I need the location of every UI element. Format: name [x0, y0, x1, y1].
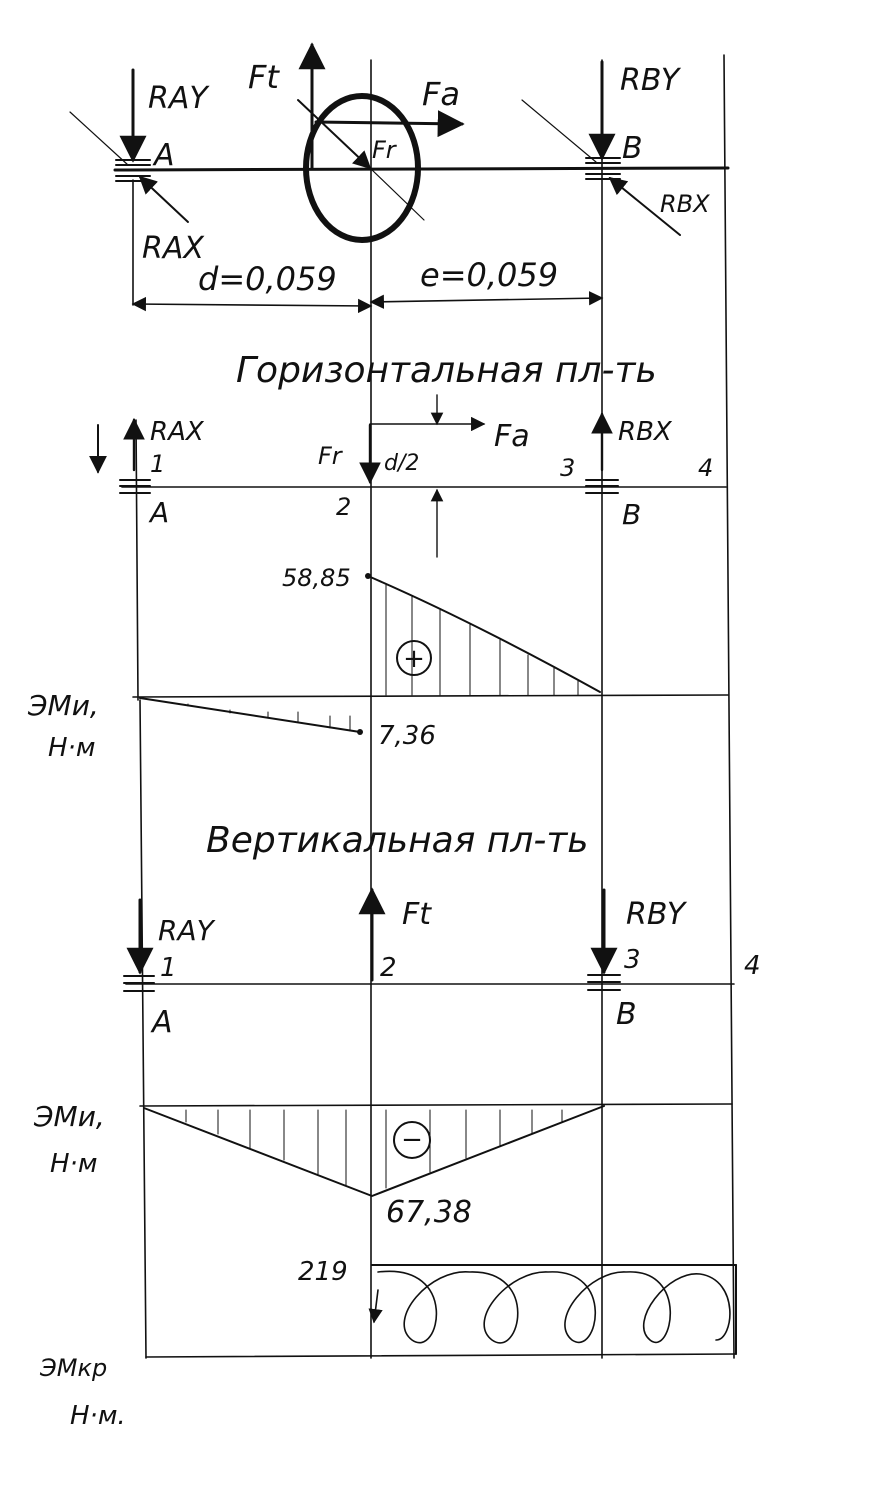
- torque-start-arrow: [368, 1289, 383, 1324]
- v-bearing-a-symbol: [123, 975, 155, 992]
- gear-diameter-line: [369, 167, 425, 221]
- h-moment-value-top: 58,85: [282, 564, 351, 592]
- shaft-scheme: RAY A RAX Ft Fa Fr RBY B RBX: [69, 42, 730, 266]
- h-moment-point-top: [365, 573, 371, 579]
- dimension-line: d=0,059 e=0,059: [131, 256, 604, 314]
- h-moment-line-left: [139, 697, 361, 733]
- dim-left-label: d=0,059: [198, 260, 337, 298]
- horizontal-beam: RAX 1 A Fr 2 d/2 Fa RBX 3 4 B: [89, 394, 727, 558]
- v-moment-hatching: [185, 1109, 563, 1189]
- vertical-plane-title: Вертикальная пл-ть: [206, 820, 589, 861]
- v-moment-axis-label-2: Н·м: [50, 1149, 97, 1179]
- torque-axis-label-2: Н·м.: [70, 1401, 126, 1431]
- guide-line-a-mid: [135, 419, 139, 701]
- horizontal-plane-title: Горизонтальная пл-ть: [236, 350, 657, 391]
- h-moment-point-bottom: [357, 729, 363, 735]
- h-label-r-bx: RBX: [618, 417, 673, 447]
- label-f-a: Fa: [422, 75, 460, 113]
- v-label-r-ay: RAY: [158, 914, 216, 947]
- label-support-a: A: [152, 138, 175, 173]
- v-moment-axis-label-1: ЭMи,: [33, 1100, 105, 1133]
- label-r-ay: RAY: [148, 81, 210, 116]
- dim-right-label: e=0,059: [420, 256, 558, 294]
- h-moment-value-bottom: 7,36: [378, 721, 436, 751]
- h-label-d-half: d/2: [384, 451, 419, 476]
- v-label-point-2: 2: [380, 953, 397, 983]
- v-label-f-t: Ft: [402, 897, 432, 932]
- h-moment-sign: +: [403, 644, 425, 674]
- h-label-point-2: 2: [336, 493, 351, 521]
- h-moment-axis-label-1: ЭMи,: [27, 689, 99, 722]
- h-moment-sign-circle: [396, 640, 432, 676]
- label-r-ax: RAX: [142, 231, 205, 266]
- v-label-support-a: A: [150, 1005, 173, 1040]
- h-label-point-1: 1: [150, 450, 165, 478]
- h-moment-line-right: [367, 575, 601, 693]
- vertical-beam: RAY 1 A Ft 2 RBY 3 4 B: [123, 887, 761, 1040]
- v-moment-sign-circle: [393, 1121, 431, 1159]
- label-r-bx: RBX: [660, 190, 710, 218]
- v-label-point-3: 3: [624, 945, 641, 975]
- h-bearing-b-symbol: [585, 479, 619, 494]
- v-label-support-b: B: [616, 997, 637, 1032]
- h-label-support-a: A: [148, 496, 169, 529]
- label-f-t: Ft: [248, 58, 280, 96]
- guide-line-end: [723, 54, 735, 1359]
- v-moment-value: 67,38: [386, 1195, 472, 1230]
- h-moment-hatching: [187, 584, 579, 732]
- v-label-point-4: 4: [744, 951, 761, 981]
- guide-line-a-bottom: [139, 699, 147, 1359]
- v-label-point-1: 1: [160, 953, 177, 983]
- h-moment-baseline: [132, 694, 729, 698]
- shaft-axis: [113, 166, 730, 172]
- torque-diagram: 219 ЭMкр Н·м.: [39, 1257, 737, 1431]
- horizontal-moment-diagram: + 58,85 7,36 ЭMи, Н·м: [27, 564, 729, 763]
- v-moment-baseline: [139, 1103, 733, 1107]
- label-f-r: Fr: [372, 136, 398, 164]
- h-label-point-3: 3: [560, 454, 575, 482]
- h-label-f-r: Fr: [318, 442, 344, 470]
- arrow-r-ax: [138, 175, 189, 223]
- h-label-point-4: 4: [698, 454, 713, 482]
- v-label-r-by: RBY: [626, 897, 688, 932]
- arrow-r-bx: [608, 176, 681, 236]
- construction-lines: [132, 54, 735, 1359]
- h-label-support-b: B: [622, 498, 641, 531]
- hatch-line-b: [521, 99, 597, 163]
- h-bearing-a-symbol: [119, 479, 151, 494]
- h-label-r-ax: RAX: [150, 417, 205, 447]
- arrow-f-r: [297, 99, 372, 170]
- v-moment-sign: −: [401, 1125, 423, 1155]
- torque-value: 219: [298, 1257, 348, 1287]
- label-r-by: RBY: [620, 63, 682, 98]
- torque-hatching-loops: [377, 1270, 731, 1344]
- torque-axis-label-1: ЭMкр: [39, 1354, 107, 1382]
- torque-baseline: [145, 1353, 737, 1358]
- gear-wheel: [303, 93, 421, 243]
- arrow-f-a: [314, 110, 465, 138]
- h-moment-axis-label-2: Н·м: [48, 733, 95, 763]
- hatch-line-a: [69, 111, 129, 166]
- h-label-f-a: Fa: [494, 419, 530, 454]
- vertical-moment-diagram: − 67,38 ЭMи, Н·м: [33, 1100, 733, 1230]
- label-support-b: B: [622, 131, 643, 166]
- v-moment-line: [143, 1105, 605, 1197]
- v-bearing-b-symbol: [587, 974, 621, 991]
